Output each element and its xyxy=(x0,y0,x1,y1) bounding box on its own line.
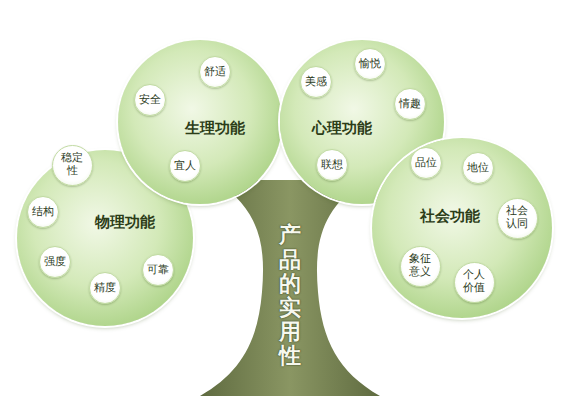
item-label: 象征意义 xyxy=(408,253,431,278)
item-circle: 情趣 xyxy=(394,88,426,120)
item-circle: 舒适 xyxy=(199,56,231,88)
item-circle: 结构 xyxy=(27,196,59,228)
item-label: 宜人 xyxy=(174,160,196,173)
function-label: 物理功能 xyxy=(95,213,155,232)
tree-trunk: 产品的实用性 xyxy=(200,180,380,396)
item-circle: 地位 xyxy=(462,152,494,184)
trunk-title: 产品的实用性 xyxy=(279,223,301,368)
item-circle: 宜人 xyxy=(169,150,201,182)
item-circle: 象征意义 xyxy=(400,246,441,287)
item-label: 舒适 xyxy=(204,66,226,79)
item-label: 美感 xyxy=(305,76,327,89)
item-label: 结构 xyxy=(32,206,54,219)
item-circle: 品位 xyxy=(410,147,442,179)
item-circle: 美感 xyxy=(300,66,332,98)
function-label: 社会功能 xyxy=(420,207,480,226)
item-label: 社会认同 xyxy=(505,205,528,230)
item-label: 可靠 xyxy=(147,264,169,277)
trunk-outline xyxy=(200,180,380,396)
item-label: 精度 xyxy=(94,282,116,295)
item-circle: 精度 xyxy=(89,272,121,304)
item-label: 地位 xyxy=(467,162,489,175)
item-circle: 联想 xyxy=(316,149,348,181)
item-circle: 安全 xyxy=(134,84,166,116)
item-circle: 强度 xyxy=(39,246,71,278)
function-circle: 生理功能 舒适安全宜人 xyxy=(118,40,282,204)
function-label: 生理功能 xyxy=(185,119,245,138)
item-circle: 可靠 xyxy=(142,254,174,286)
item-label: 品位 xyxy=(415,157,437,170)
item-label: 个人价值 xyxy=(462,269,485,294)
item-label: 联想 xyxy=(321,159,343,172)
item-circle: 社会认同 xyxy=(497,198,538,239)
item-circle: 愉悦 xyxy=(354,48,386,80)
item-label: 强度 xyxy=(44,256,66,269)
function-label: 心理功能 xyxy=(312,119,372,138)
item-label: 愉悦 xyxy=(359,58,381,71)
item-circle: 个人价值 xyxy=(454,262,495,303)
item-label: 安全 xyxy=(139,94,161,107)
item-circle: 稳定性 xyxy=(52,145,93,186)
item-label: 稳定性 xyxy=(60,152,83,177)
function-circle: 社会功能 品位 地位社会认同象征意义个人价值 xyxy=(372,138,552,318)
item-label: 情趣 xyxy=(399,98,421,111)
